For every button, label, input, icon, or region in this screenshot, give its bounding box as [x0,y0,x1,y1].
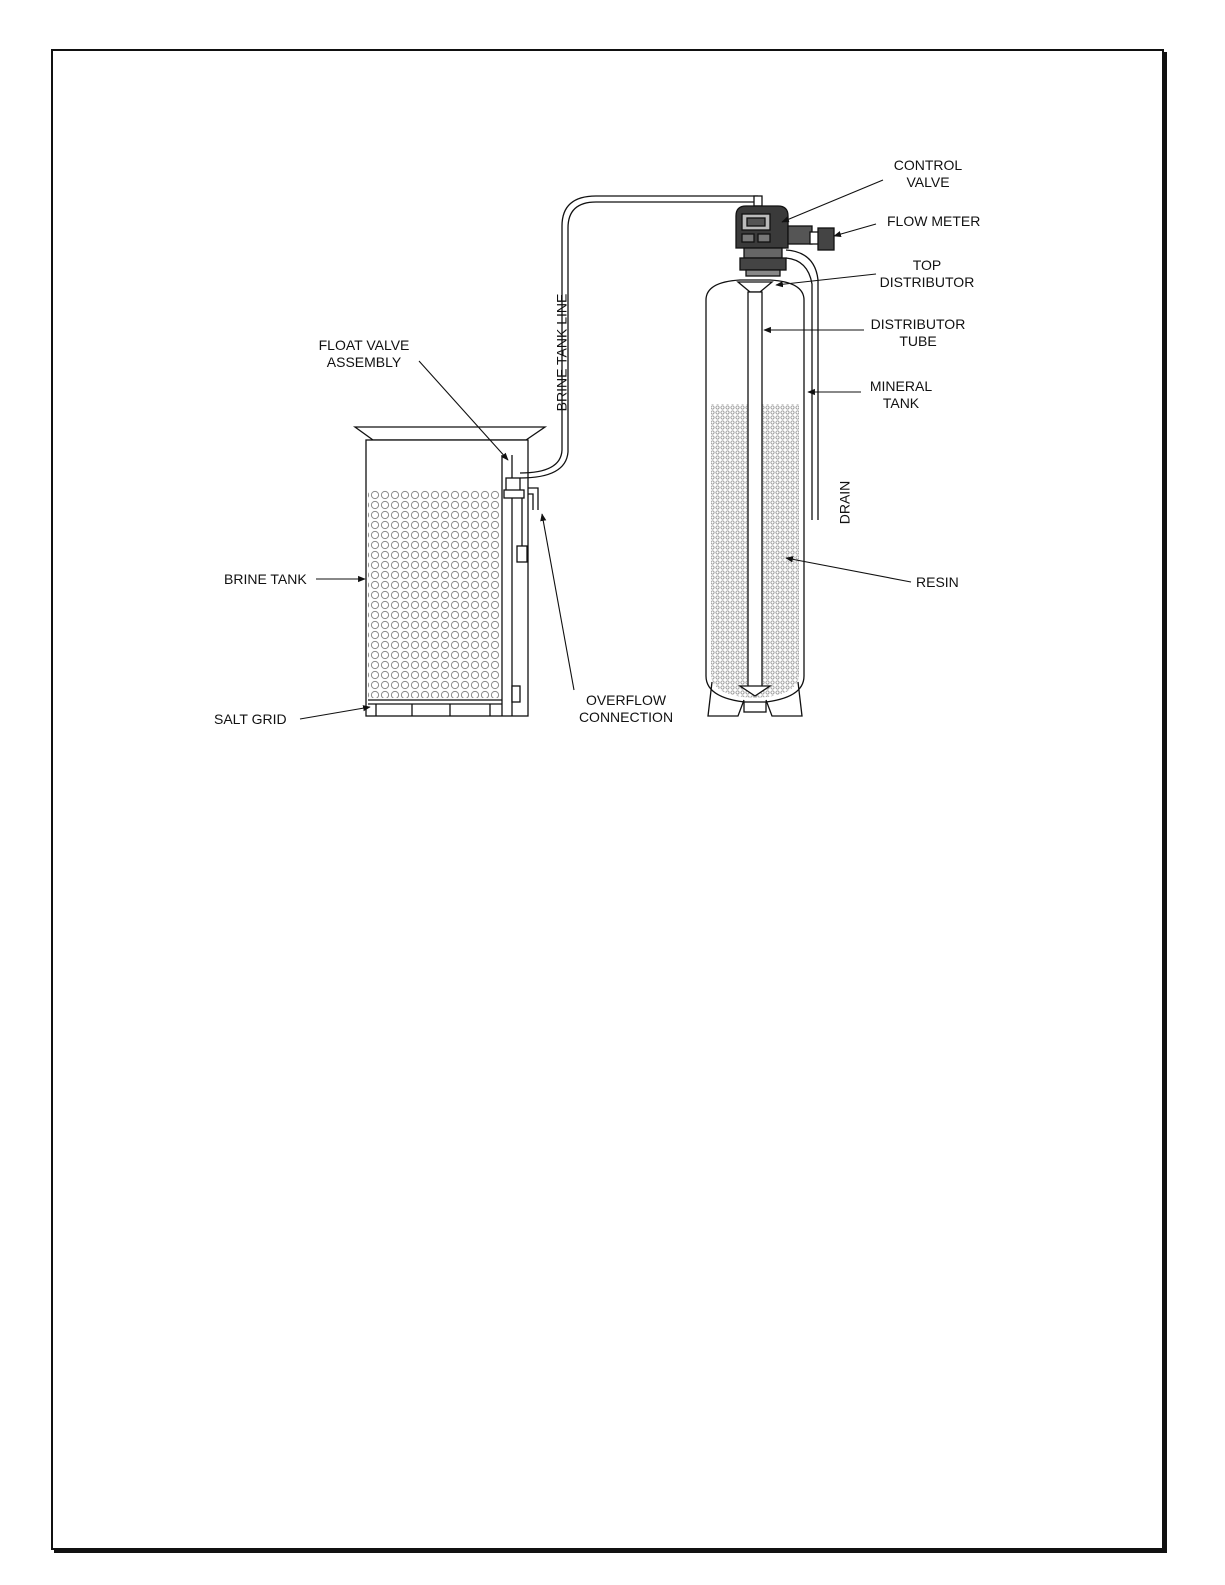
mineral-tank [706,280,804,716]
label-drain: DRAIN [836,481,853,525]
brine-tank [355,427,545,716]
label-salt-grid: SALT GRID [214,711,287,728]
label-brine-tank: BRINE TANK [224,571,307,588]
label-brine-tank-line: BRINE TANK LINE [554,288,571,418]
label-flow-meter: FLOW METER [887,213,980,230]
control-valve [736,196,834,276]
label-resin: RESIN [916,574,959,591]
